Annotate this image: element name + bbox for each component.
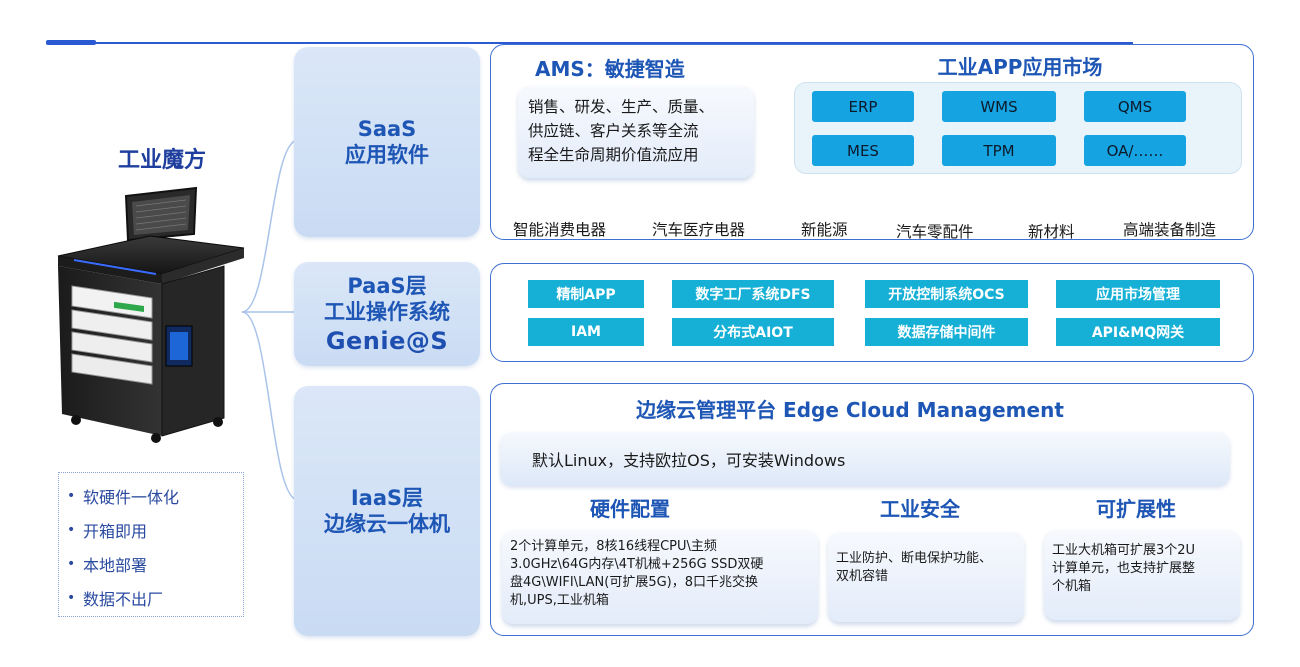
scalability-line: 工业大机箱可扩展3个2U <box>1052 543 1196 558</box>
ams-line: 销售、研发、生产、质量、 <box>528 98 715 116</box>
layer-connector-lines <box>241 139 299 501</box>
paas-item-storage[interactable]: 数据存储中间件 <box>865 318 1028 346</box>
market-item-qms[interactable]: QMS <box>1084 91 1186 122</box>
scalability-line: 个机箱 <box>1052 579 1092 594</box>
feature-label: 软硬件一体化 <box>83 488 180 507</box>
paas-item-app[interactable]: 精制APP <box>528 280 644 308</box>
feature-item: • 软硬件一体化 <box>67 479 243 513</box>
scalability-box: 工业大机箱可扩展3个2U 计算单元，也支持扩展整 个机箱 <box>1044 530 1240 620</box>
feature-item: • 数据不出厂 <box>67 581 243 615</box>
market-item-mes[interactable]: MES <box>812 135 914 166</box>
section-title-security: 工业安全 <box>880 497 960 521</box>
bullet-dot: • <box>67 590 76 606</box>
security-line: 双机容错 <box>836 569 889 584</box>
security-line: 工业防护、断电保护功能、 <box>836 551 993 566</box>
ams-line: 供应链、客户关系等全流 <box>528 122 699 140</box>
industrial-cube-cabinet-image <box>57 186 245 443</box>
feature-item: • 开箱即用 <box>67 513 243 547</box>
market-item-oa[interactable]: OA/…… <box>1084 135 1186 166</box>
iaas-label-line2: 边缘云一体机 <box>324 512 450 536</box>
market-item-wms[interactable]: WMS <box>942 91 1056 122</box>
feature-list: • 软硬件一体化 • 开箱即用 • 本地部署 • 数据不出厂 <box>58 472 244 617</box>
industrial-security-box: 工业防护、断电保护功能、 双机容错 <box>828 532 1024 622</box>
hardware-config-box: 2个计算单元，8核16线程CPU\主频 3.0GHz\64G内存\4T机械+25… <box>502 530 818 624</box>
top-divider-line <box>48 42 1133 44</box>
industry-label: 智能消费电器 <box>513 221 607 239</box>
bullet-dot: • <box>67 488 76 504</box>
os-support-text: 默认Linux，支持欧拉OS，可安装Windows <box>532 451 846 470</box>
industry-label: 汽车零配件 <box>896 223 974 241</box>
paas-layer-label: PaaS层 工业操作系统 Genie@S <box>294 262 480 366</box>
feature-item: • 本地部署 <box>67 547 243 581</box>
edge-cloud-title: 边缘云管理平台 Edge Cloud Management <box>636 398 1064 422</box>
industry-label: 新材料 <box>1028 223 1075 241</box>
os-support-bar: 默认Linux，支持欧拉OS，可安装Windows <box>500 432 1230 486</box>
paas-panel <box>490 263 1254 362</box>
hardware-line: 盘4G\WIFI\LAN(可扩展5G)，8口千兆交换 <box>510 575 759 590</box>
iaas-label-line1: IaaS层 <box>350 486 424 510</box>
bullet-dot: • <box>67 556 76 572</box>
feature-label: 开箱即用 <box>83 522 148 541</box>
industry-label: 汽车医疗电器 <box>652 221 746 239</box>
feature-label: 数据不出厂 <box>83 590 164 609</box>
industry-label: 新能源 <box>801 221 848 239</box>
saas-label-line2: 应用软件 <box>345 143 429 167</box>
paas-item-dfs[interactable]: 数字工厂系统DFS <box>672 280 834 308</box>
bullet-dot: • <box>67 522 76 538</box>
paas-item-aiot[interactable]: 分布式AIOT <box>672 318 834 346</box>
paas-item-gateway[interactable]: API&MQ网关 <box>1056 318 1220 346</box>
section-title-scalability: 可扩展性 <box>1096 497 1176 521</box>
market-item-tpm[interactable]: TPM <box>942 135 1056 166</box>
paas-label-line1: PaaS层 <box>347 274 427 298</box>
ams-line: 程全生命周期价值流应用 <box>528 146 699 164</box>
hardware-line: 机,UPS,工业机箱 <box>510 593 609 608</box>
iaas-layer-label: IaaS层 边缘云一体机 <box>294 386 480 636</box>
ams-description-box: 销售、研发、生产、质量、 供应链、客户关系等全流 程全生命周期价值流应用 <box>518 86 754 178</box>
market-item-erp[interactable]: ERP <box>812 91 914 122</box>
section-title-hardware: 硬件配置 <box>590 497 670 521</box>
saas-label-line1: SaaS <box>357 117 417 141</box>
genieos-logo-text: Genie@S <box>325 327 449 355</box>
industry-label: 高端装备制造 <box>1123 221 1217 239</box>
paas-item-ocs[interactable]: 开放控制系统OCS <box>865 280 1028 308</box>
feature-label: 本地部署 <box>83 556 148 575</box>
paas-item-iam[interactable]: IAM <box>528 318 644 346</box>
product-title: 工业魔方 <box>117 148 206 173</box>
hardware-line: 3.0GHz\64G内存\4T机械+256G SSD双硬 <box>510 557 764 572</box>
ams-title: AMS：敏捷智造 <box>535 57 685 81</box>
paas-item-market-mgmt[interactable]: 应用市场管理 <box>1056 280 1220 308</box>
saas-layer-label: SaaS 应用软件 <box>294 47 480 237</box>
scalability-line: 计算单元，也支持扩展整 <box>1052 561 1196 576</box>
top-divider-accent <box>46 40 96 45</box>
paas-label-line2: 工业操作系统 <box>324 300 450 324</box>
hardware-line: 2个计算单元，8核16线程CPU\主频 <box>510 539 717 554</box>
app-market-title: 工业APP应用市场 <box>937 55 1103 79</box>
